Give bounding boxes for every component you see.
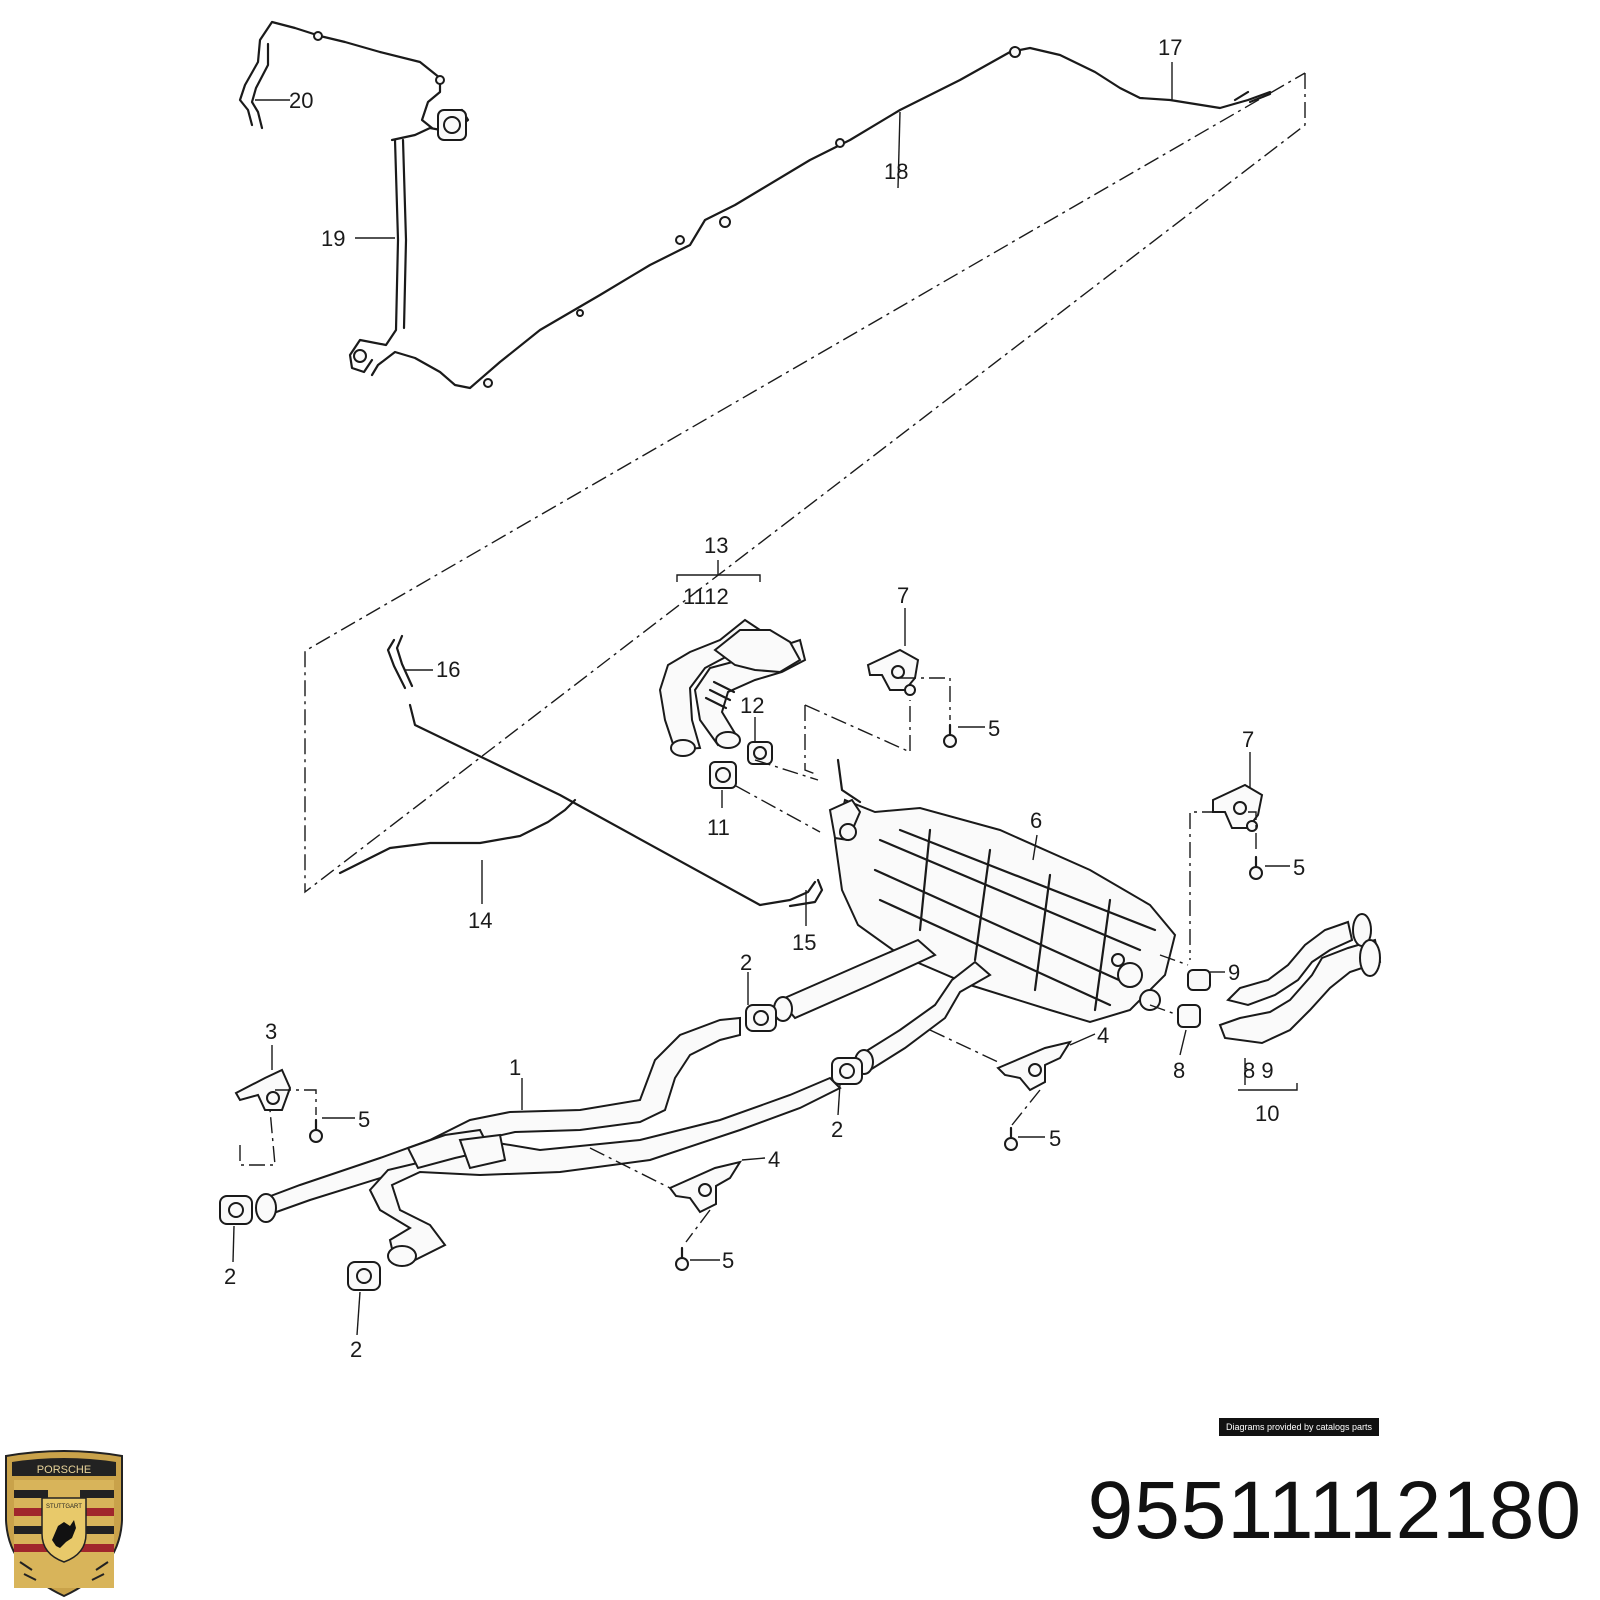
callout-1: 1 xyxy=(509,1055,521,1080)
callout-7: 7 xyxy=(1242,727,1254,752)
callout-17: 17 xyxy=(1158,35,1182,60)
bracket-3 xyxy=(234,1068,292,1111)
clamp-2-b xyxy=(831,1057,863,1085)
callout-5: 5 xyxy=(358,1107,370,1132)
callout-14: 14 xyxy=(468,908,492,933)
tailpipes-10 xyxy=(1218,913,1382,1045)
callout-2: 2 xyxy=(224,1264,236,1289)
callout-19: 19 xyxy=(321,226,345,251)
bolt-5-b xyxy=(1249,855,1263,880)
fuel-line-18 xyxy=(370,46,1272,390)
front-pipe-1 xyxy=(255,1016,842,1267)
porsche-crest-logo: PORSCHE STUTTGART xyxy=(5,1450,123,1598)
callout-8: 8 xyxy=(1173,1058,1185,1083)
callout-8-9: 8 9 xyxy=(1243,1058,1274,1083)
diagram-credit: Diagrams provided by catalogs parts xyxy=(1219,1418,1379,1436)
intake-hoses-13 xyxy=(658,618,807,757)
clamp-2-d xyxy=(347,1261,381,1291)
bolt-5-d xyxy=(1004,1126,1018,1151)
callout-20: 20 xyxy=(289,88,313,113)
hanger-4-left xyxy=(668,1160,743,1214)
hose-20 xyxy=(238,20,445,130)
clamp-2-c xyxy=(219,1195,253,1225)
callout-2: 2 xyxy=(740,950,752,975)
intermediate-pipes xyxy=(773,938,992,1075)
assembly-boundary xyxy=(304,72,1306,894)
hose-16 xyxy=(386,634,414,690)
hanger-4-right xyxy=(996,1040,1073,1092)
callout-4: 4 xyxy=(1097,1023,1109,1048)
bolt-5-a xyxy=(943,723,957,748)
callout-18: 18 xyxy=(884,159,908,184)
callout-12: 12 xyxy=(740,693,764,718)
callout-4: 4 xyxy=(768,1147,780,1172)
clamp-8 xyxy=(1177,1004,1201,1028)
callout-15: 15 xyxy=(792,930,816,955)
assembly-guides xyxy=(239,677,1257,1243)
callout-6: 6 xyxy=(1030,808,1042,833)
callout-3: 3 xyxy=(265,1019,277,1044)
bolt-5-e xyxy=(675,1246,689,1271)
callout-9: 9 xyxy=(1228,960,1240,985)
callout-5: 5 xyxy=(722,1248,734,1273)
bracket-7-upper xyxy=(866,648,920,696)
clamp-11 xyxy=(709,761,737,789)
callout-5: 5 xyxy=(1049,1126,1061,1151)
leader-lines xyxy=(232,62,1298,1336)
rear-silencer-6 xyxy=(828,758,1177,1024)
callout-11: 11 xyxy=(707,815,730,840)
callout-16: 16 xyxy=(436,657,460,682)
line-14-15 xyxy=(338,703,824,908)
bracket-7-right xyxy=(1212,783,1264,832)
clamp-9 xyxy=(1187,969,1211,991)
callout-11-12: 1112 xyxy=(683,584,729,609)
callout-2: 2 xyxy=(350,1337,362,1362)
crest-city-text: STUTTGART xyxy=(46,1504,82,1510)
callout-2: 2 xyxy=(831,1117,843,1142)
bolt-5-c xyxy=(309,1118,323,1143)
callout-13: 13 xyxy=(704,533,728,558)
part-number: 95511112180 xyxy=(1087,1465,1582,1556)
callout-7: 7 xyxy=(897,583,909,608)
clamp-2-a xyxy=(745,1004,777,1032)
callouts: 1 2 2 2 2 3 4 4 5 5 5 5 5 6 7 7 8 9 8 9 … xyxy=(224,35,1305,1362)
callout-10: 10 xyxy=(1255,1101,1279,1126)
vent-line-19 xyxy=(348,108,470,374)
clamp-12 xyxy=(747,741,773,765)
callout-5: 5 xyxy=(1293,855,1305,880)
crest-brand-text: PORSCHE xyxy=(37,1464,91,1476)
callout-5: 5 xyxy=(988,716,1000,741)
